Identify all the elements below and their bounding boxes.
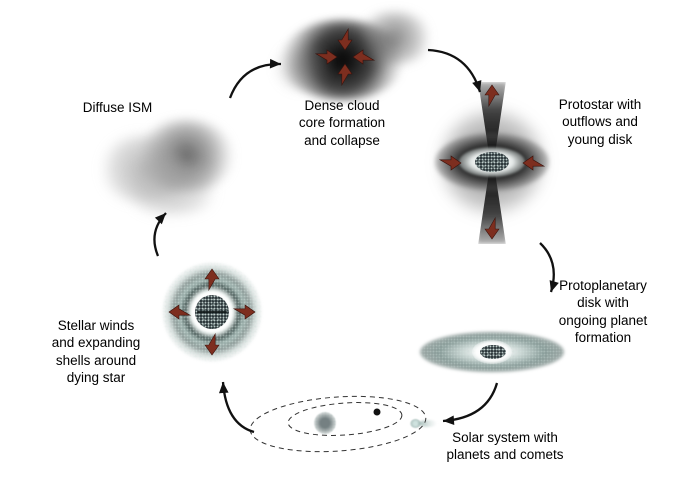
comet-tail xyxy=(419,420,437,427)
flow-dense-cloud-to-protostar xyxy=(427,48,482,93)
infall-arrow-top-icon xyxy=(337,28,353,51)
wind-arrow-down-icon xyxy=(204,333,220,356)
flow-arrowhead-5 xyxy=(218,381,229,394)
label-dying-star: Stellar winds and expanding shells aroun… xyxy=(51,318,141,385)
planet-dot xyxy=(373,408,381,416)
flow-arrows xyxy=(153,48,559,434)
flow-arrowhead-4 xyxy=(442,415,455,426)
diffuse-cloud-blob-bottom xyxy=(122,162,222,214)
label-dense-cloud: Dense cloud core formation and collapse xyxy=(298,98,386,148)
label-protoplanetary-disk: Protoplanetary disk with ongoing planet … xyxy=(558,278,648,345)
label-solar-system: Solar system with planets and comets xyxy=(446,430,564,463)
infall-arrow-left-icon xyxy=(315,49,338,65)
label-protostar: Protostar with outflows and young disk xyxy=(558,97,642,147)
wind-arrow-right-icon xyxy=(233,304,256,320)
dying-star-core-band xyxy=(197,310,227,314)
disk-infall-arrow-left-icon xyxy=(439,155,462,171)
orbit-outer-ellipse xyxy=(249,395,427,453)
outflow-arrow-up-icon xyxy=(484,84,500,107)
wind-arrow-left-icon xyxy=(168,304,191,320)
infall-arrow-bottom-icon xyxy=(337,63,353,86)
dense-cloud-left-lobe xyxy=(272,42,332,92)
infall-arrow-right-icon xyxy=(352,49,375,65)
outflow-arrow-down-icon xyxy=(484,217,500,240)
flow-arrowhead-2 xyxy=(472,80,485,94)
dense-cloud xyxy=(272,12,432,107)
gas-motion-arrows xyxy=(168,28,545,356)
diffuse-ism-cloud xyxy=(100,120,245,220)
dying-star-core xyxy=(195,295,229,329)
orbit-inner-ellipse xyxy=(287,402,403,436)
flow-arrowhead-1 xyxy=(269,58,282,69)
disk-infall-arrow-right-icon xyxy=(522,155,545,171)
dense-cloud-right-lobe xyxy=(357,12,432,64)
flow-arrowhead-6 xyxy=(154,209,170,225)
wind-arrow-up-icon xyxy=(204,268,220,291)
protostar-core xyxy=(475,152,509,172)
protoplanetary-disk-graphic xyxy=(420,327,564,377)
flow-protoplanetary-to-solar-system xyxy=(442,382,499,423)
flow-solar-system-to-dying-star xyxy=(221,381,255,434)
solar-system-sun xyxy=(314,412,336,434)
flow-ism-to-dense-cloud xyxy=(228,62,282,99)
label-diffuse-ism: Diffuse ISM xyxy=(82,100,153,115)
protoplanetary-disk-core xyxy=(480,345,506,359)
comet-icon xyxy=(410,419,421,428)
